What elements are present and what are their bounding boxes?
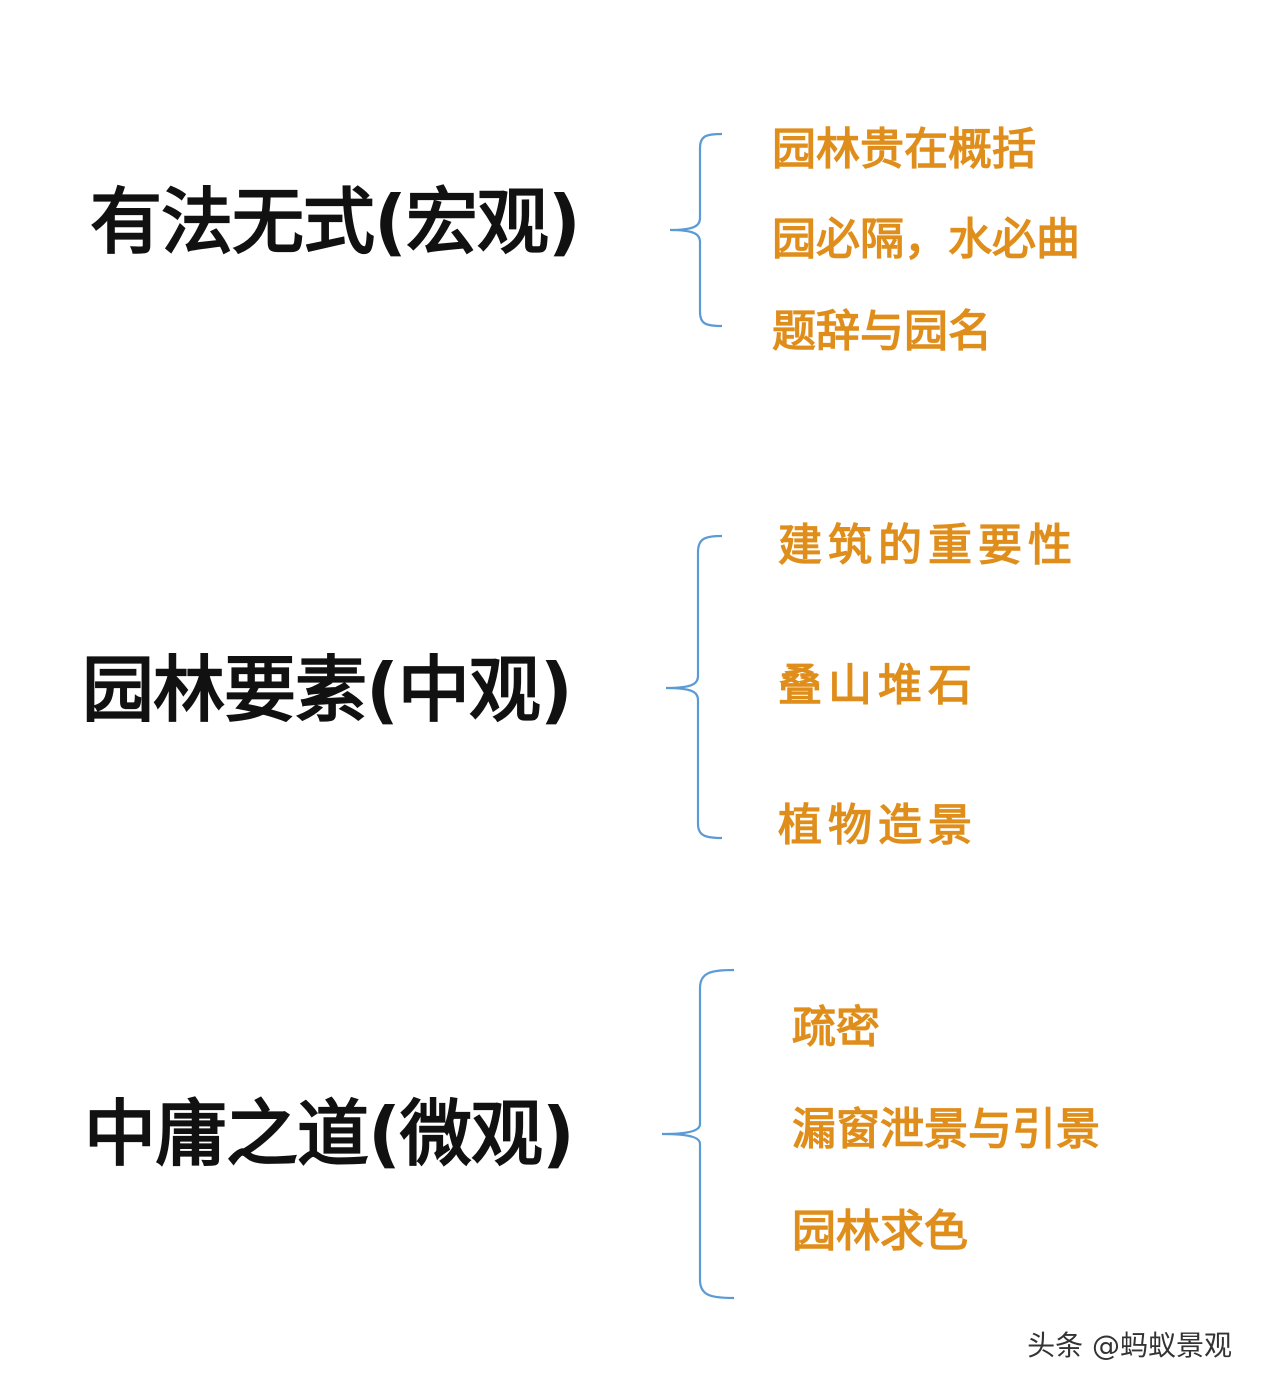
item-macro-3: 题辞与园名 (772, 306, 992, 357)
watermark-text: 头条 @蚂蚁景观 (1027, 1329, 1232, 1362)
section-title-meso: 园林要素(中观) (82, 648, 573, 732)
item-micro-3: 园林求色 (792, 1206, 968, 1257)
section-title-macro: 有法无式(宏观) (90, 180, 581, 264)
item-micro-2: 漏窗泄景与引景 (792, 1104, 1100, 1155)
item-macro-1: 园林贵在概括 (772, 124, 1036, 175)
item-meso-1: 建筑的重要性 (778, 520, 1078, 571)
item-macro-2: 园必隔，水必曲 (772, 214, 1080, 265)
section-title-micro: 中庸之道(微观) (84, 1092, 575, 1176)
bracket-meso (665, 534, 723, 840)
bracket-micro (661, 968, 735, 1300)
item-meso-2: 叠山堆石 (778, 660, 978, 711)
item-meso-3: 植物造景 (778, 800, 978, 851)
bracket-macro (669, 132, 723, 328)
item-micro-1: 疏密 (792, 1002, 880, 1053)
